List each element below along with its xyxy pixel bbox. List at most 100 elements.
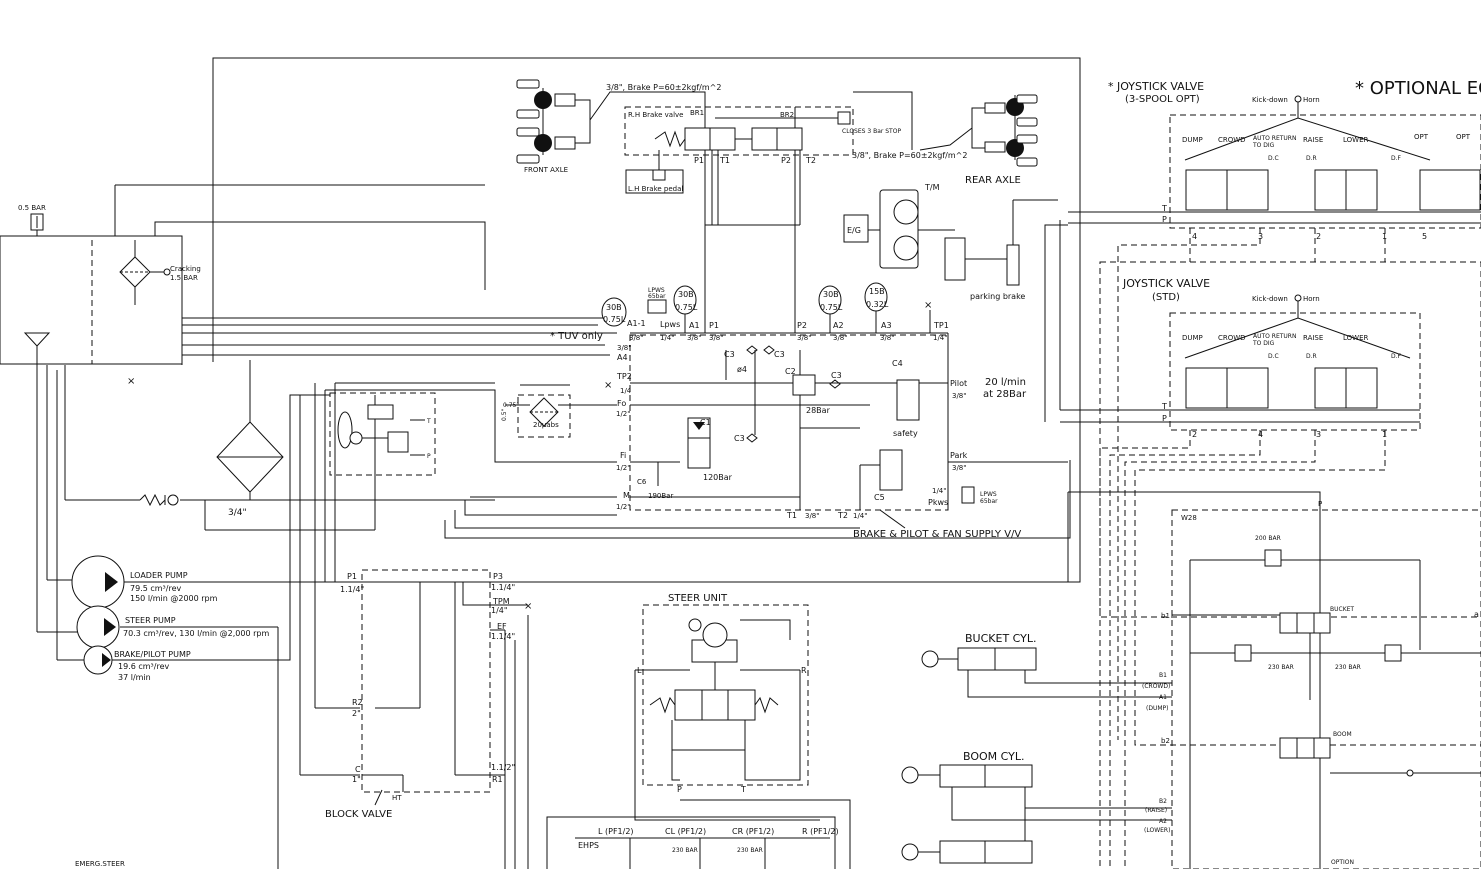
brake-pump-label: BRAKE/PILOT PUMP xyxy=(114,650,191,659)
joystick-opt-sub: (3-SPOOL OPT) xyxy=(1125,94,1200,105)
svg-text:TP2: TP2 xyxy=(616,372,632,381)
svg-text:×: × xyxy=(524,601,532,612)
svg-text:at 28Bar: at 28Bar xyxy=(983,389,1027,400)
svg-text:AUTO RETURN: AUTO RETURN xyxy=(1253,333,1296,340)
svg-text:D.C: D.C xyxy=(1268,353,1279,360)
svg-text:1/2": 1/2" xyxy=(616,410,631,418)
brake-line-front: 3/8", Brake P=60±2kgf/m^2 xyxy=(606,83,721,92)
svg-text:Kick-down: Kick-down xyxy=(1252,96,1288,104)
svg-text:2: 2 xyxy=(1316,232,1321,241)
svg-text:P: P xyxy=(427,453,431,460)
svg-text:LPWS: LPWS xyxy=(648,287,665,294)
svg-text:TPM: TPM xyxy=(492,597,510,606)
boom-cyl-label: BOOM CYL. xyxy=(963,750,1025,763)
svg-text:1/4": 1/4" xyxy=(660,334,675,342)
svg-text:C5: C5 xyxy=(874,493,885,502)
svg-text:230 BAR: 230 BAR xyxy=(1268,664,1294,671)
svg-text:P3: P3 xyxy=(493,572,503,581)
svg-text:BR1: BR1 xyxy=(690,109,704,117)
x-marker-tank: × xyxy=(127,376,135,387)
svg-text:B2: B2 xyxy=(1159,798,1167,805)
svg-text:1": 1" xyxy=(352,775,361,784)
svg-text:1/4": 1/4" xyxy=(933,334,948,342)
svg-text:Horn: Horn xyxy=(1303,295,1320,303)
svg-text:T1: T1 xyxy=(786,511,797,520)
svg-text:OPT: OPT xyxy=(1456,133,1471,141)
brake-line-rear: 3/8", Brake P=60±2kgf/m^2 xyxy=(852,151,967,160)
svg-text:P1: P1 xyxy=(347,572,357,581)
svg-text:C2: C2 xyxy=(785,367,796,376)
svg-text:C1: C1 xyxy=(700,418,711,427)
front-axle: 3/8", Brake P=60±2kgf/m^2 FRONT AXLE xyxy=(516,79,721,174)
steer-pump-spec: 70.3 cm³/rev, 130 l/min @2,000 rpm xyxy=(123,629,269,638)
svg-text:0.75L: 0.75L xyxy=(820,303,843,312)
engine-transmission: E/G T/M parking brake xyxy=(843,183,1058,301)
svg-text:D.C: D.C xyxy=(1268,155,1279,162)
svg-text:0.75L: 0.75L xyxy=(603,315,626,324)
emerg-steer-label: EMERG.STEER xyxy=(75,860,125,868)
svg-text:3/8": 3/8" xyxy=(709,334,724,342)
svg-text:T/M: T/M xyxy=(924,183,940,192)
svg-text:230 BAR: 230 BAR xyxy=(737,847,763,854)
svg-text:3: 3 xyxy=(1258,232,1263,241)
svg-text:1.1/2": 1.1/2" xyxy=(491,763,515,772)
svg-text:20μabs: 20μabs xyxy=(533,421,559,429)
svg-text:W28: W28 xyxy=(1181,514,1197,522)
oil-cooler: 3/4" xyxy=(139,360,284,518)
svg-text:28Bar: 28Bar xyxy=(806,406,831,415)
front-axle-label: FRONT AXLE xyxy=(524,166,568,174)
svg-text:EF: EF xyxy=(497,622,507,631)
svg-text:3/8": 3/8" xyxy=(687,334,702,342)
svg-text:A2: A2 xyxy=(833,321,844,330)
svg-text:L (PF1/2): L (PF1/2) xyxy=(598,827,634,836)
svg-text:5: 5 xyxy=(1422,232,1427,241)
brake-valve: R.H Brake valve BR1 BR2 CLOSES 3 Bar STO… xyxy=(624,106,901,333)
svg-text:D.R: D.R xyxy=(1306,353,1317,360)
svg-text:BUCKET: BUCKET xyxy=(1330,606,1354,613)
svg-text:T2: T2 xyxy=(837,511,848,520)
rear-axle: 3/8", Brake P=60±2kgf/m^2 REAR AXLE xyxy=(852,91,1038,186)
svg-text:Park: Park xyxy=(950,451,968,460)
svg-text:C3: C3 xyxy=(831,371,842,380)
bucket-cyl-label: BUCKET CYL. xyxy=(965,632,1037,645)
svg-text:(LOWER): (LOWER) xyxy=(1144,827,1170,834)
svg-text:ø4: ø4 xyxy=(737,365,747,374)
joystick-valve-opt: * JOYSTICK VALVE (3-SPOOL OPT) * OPTIONA… xyxy=(1068,78,1481,241)
svg-text:BOOM: BOOM xyxy=(1333,731,1352,738)
svg-text:30B: 30B xyxy=(678,290,694,299)
svg-text:LPWS: LPWS xyxy=(980,491,997,498)
svg-text:1/4": 1/4" xyxy=(491,606,508,615)
svg-text:b1: b1 xyxy=(1161,612,1170,620)
rh-brake-valve-label: R.H Brake valve xyxy=(628,111,683,119)
svg-text:15B: 15B xyxy=(869,287,885,296)
svg-text:RAISE: RAISE xyxy=(1303,334,1323,342)
central-manifold: 30B 0.75L LPWS 65bar 30B 0.75L 30B 0.75L… xyxy=(550,282,1068,540)
label-cracking: Cracking xyxy=(170,265,201,273)
svg-text:CLOSES 3 Bar STOP: CLOSES 3 Bar STOP xyxy=(842,128,901,135)
lh-brake-pedal-label: L.H Brake pedal xyxy=(628,185,683,193)
svg-text:30B: 30B xyxy=(823,290,839,299)
svg-text:×: × xyxy=(604,380,612,391)
svg-text:CR (PF1/2): CR (PF1/2) xyxy=(732,827,774,836)
pilot-filter: 0.5" 0.75" 20μabs xyxy=(501,384,617,438)
svg-text:P1: P1 xyxy=(694,156,704,165)
main-lines xyxy=(36,57,1321,869)
svg-text:M: M xyxy=(623,491,630,500)
joystick-std-title: JOYSTICK VALVE xyxy=(1122,277,1210,290)
svg-text:230 BAR: 230 BAR xyxy=(672,847,698,854)
svg-text:D.F: D.F xyxy=(1391,155,1402,162)
svg-text:0.32L: 0.32L xyxy=(866,300,889,309)
svg-text:(RAISE): (RAISE) xyxy=(1145,807,1167,814)
svg-text:C6: C6 xyxy=(637,478,647,486)
svg-text:b2: b2 xyxy=(1161,737,1170,745)
svg-text:Horn: Horn xyxy=(1303,96,1320,104)
main-control-valve: W28 P 200 BAR b1 BUCKET 230 BAR 230 BAR … xyxy=(1142,500,1481,869)
svg-text:A3: A3 xyxy=(881,321,892,330)
svg-text:200 BAR: 200 BAR xyxy=(1255,535,1281,542)
steer-pump-label: STEER PUMP xyxy=(125,616,176,625)
svg-text:190Bar: 190Bar xyxy=(648,492,673,500)
svg-text:3/8": 3/8" xyxy=(617,344,632,352)
steer-unit: STEER UNIT L R P T EHPS L (PF1/2) CL (PF… xyxy=(546,593,851,869)
svg-text:L: L xyxy=(637,666,642,675)
svg-text:TO DIG: TO DIG xyxy=(1252,340,1275,347)
